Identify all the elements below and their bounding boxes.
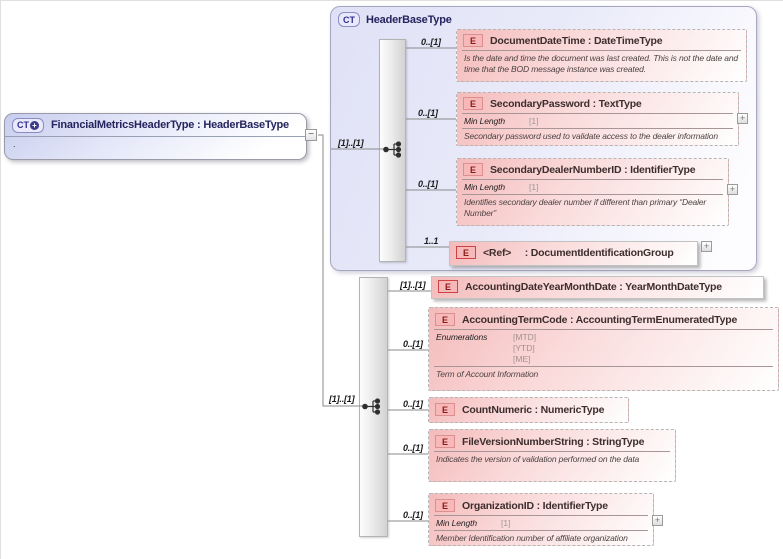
complex-type-icon: CT [338,12,360,27]
element-annotation: Indicates the version of validation perf… [434,451,670,467]
cardinality-label: 0..[1] [418,179,438,189]
element-box-ref[interactable]: E <Ref> : DocumentIdentificationGroup [449,241,698,266]
facet-row: Min Length [1] [434,515,648,530]
element-icon: E [438,280,458,293]
element-box-countnumeric[interactable]: E CountNumeric : NumericType [428,397,629,423]
cardinality-label: [1]..[1] [329,394,355,404]
cardinality-label: [1]..[1] [400,280,426,290]
element-box-organizationid[interactable]: E OrganizationID : IdentifierType Min Le… [428,493,654,546]
element-name: <Ref> : DocumentIdentificationGroup [483,246,674,259]
element-icon: E [463,163,483,176]
expand-icon[interactable]: + [701,241,712,252]
cardinality-label: 0..[1] [403,510,423,520]
root-type-box[interactable]: CT+ FinancialMetricsHeaderType : HeaderB… [4,113,307,160]
element-box-secondarydealernumberid[interactable]: E SecondaryDealerNumberID : IdentifierTy… [456,158,729,226]
element-name: SecondaryPassword : TextType [490,97,642,110]
root-type-detail: . [13,139,16,149]
element-name: FileVersionNumberString : StringType [462,435,645,448]
cardinality-label: 0..[1] [421,37,441,47]
root-type-title: FinancialMetricsHeaderType : HeaderBaseT… [51,119,289,131]
element-icon: E [435,499,455,512]
element-icon: E [463,34,483,47]
element-annotation: Term of Account Information [434,366,773,382]
element-icon: E [435,403,455,416]
facet-row: Min Length [1] [462,113,733,128]
expand-icon[interactable]: + [727,184,738,195]
sequence-compositor-icon [362,398,381,415]
root-type-header: CT+ FinancialMetricsHeaderType : HeaderB… [5,114,306,137]
cardinality-label: 1..1 [424,236,439,246]
element-box-documentdatetime[interactable]: E DocumentDateTime : DateTimeType Is the… [456,29,747,82]
element-box-accountingdateyearmonthdate[interactable]: E AccountingDateYearMonthDate : YearMont… [431,276,764,299]
element-annotation: Member Identification number of affiliat… [434,530,648,546]
derived-plus-icon: + [30,120,39,130]
element-name: AccountingTermCode : AccountingTermEnume… [462,313,738,326]
element-name: DocumentDateTime : DateTimeType [490,34,663,47]
element-annotation: Is the date and time the document was la… [462,50,741,77]
cardinality-label: 0..[1] [403,399,423,409]
element-icon: E [456,246,476,259]
base-type-title: HeaderBaseType [366,13,452,26]
collapse-icon[interactable]: − [305,129,317,141]
element-name: AccountingDateYearMonthDate : YearMonthD… [465,280,722,293]
enumeration-value: [ME] [513,354,531,364]
expand-icon[interactable]: + [652,515,663,526]
element-icon: E [435,313,455,326]
element-icon: E [463,97,483,110]
enumeration-value: [YTD] [513,343,535,353]
cardinality-label: 0..[1] [403,443,423,453]
element-box-fileversionnumberstring[interactable]: E FileVersionNumberString : StringType I… [428,429,676,482]
complex-type-plus-icon: CT+ [12,117,44,133]
base-type-header: CT HeaderBaseType [331,7,756,27]
element-annotation: Identifies secondary dealer number if di… [462,194,723,221]
enumerations-row: Enumerations [MTD] [YTD] [ME] [434,329,773,366]
element-icon: E [435,435,455,448]
cardinality-label: [1]..[1] [338,138,364,148]
cardinality-label: 0..[1] [418,108,438,118]
cardinality-label: 0..[1] [403,339,423,349]
sequence-compositor-icon [383,141,402,158]
element-name: CountNumeric : NumericType [462,403,605,416]
element-box-secondarypassword[interactable]: E SecondaryPassword : TextType Min Lengt… [456,92,739,146]
element-name: SecondaryDealerNumberID : IdentifierType [490,163,696,176]
expand-icon[interactable]: + [737,113,748,124]
facet-row: Min Length [1] [462,179,723,194]
element-box-accountingtermcode[interactable]: E AccountingTermCode : AccountingTermEnu… [428,307,779,391]
element-name: OrganizationID : IdentifierType [462,499,608,512]
enumeration-value: [MTD] [513,332,537,342]
element-annotation: Secondary password used to validate acce… [462,128,733,144]
